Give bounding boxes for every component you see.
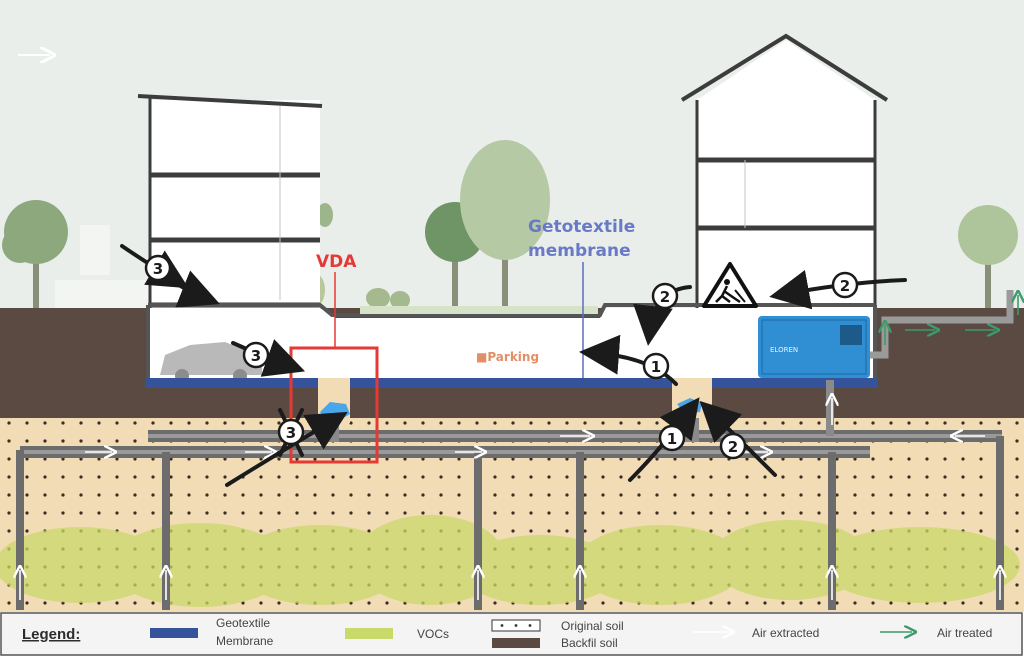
marker-2-surface: 2	[651, 282, 679, 310]
svg-text:2: 2	[660, 288, 670, 306]
marker-2-soil: 2	[719, 432, 747, 460]
svg-text:3: 3	[286, 424, 296, 442]
legend-title: Legend:	[22, 626, 80, 643]
legend: Legend: Geotextile Membrane VOCs Origina…	[0, 612, 1023, 656]
legend-backfill-label: Backfil soil	[561, 636, 618, 650]
marker-1-parking: 1	[642, 352, 670, 380]
air-extracted-flow	[20, 398, 1000, 600]
voc-plume	[0, 515, 1020, 607]
legend-vocs-label: VOCs	[417, 627, 449, 641]
geotextile-label-line2: membrane	[528, 241, 631, 261]
air-treated-flow	[885, 295, 1018, 345]
legend-membrane-label-1: Geotextile	[216, 616, 270, 630]
legend-original-soil-label: Original soil	[561, 619, 624, 633]
marker-3-top: 3	[144, 254, 172, 282]
marker-1-soil: 1	[658, 424, 686, 452]
vda-label: VDA	[316, 252, 357, 272]
svg-text:2: 2	[840, 277, 850, 295]
legend-backfill-swatch	[492, 638, 540, 648]
vda-box	[289, 346, 379, 464]
treatment-unit-icon: ELOREN	[758, 316, 870, 378]
svg-text:2: 2	[728, 438, 738, 456]
legend-air-treated-label: Air treated	[937, 626, 992, 640]
parking-basement	[146, 303, 877, 385]
svg-text:1: 1	[651, 358, 661, 376]
marker-3-soil: 3	[277, 418, 305, 446]
pathway-markers: 3 3 3 1 1 2 2 2	[144, 254, 859, 460]
legend-membrane-label-2: Membrane	[216, 634, 274, 648]
svg-text:3: 3	[153, 260, 163, 278]
parking-label: ■Parking	[476, 350, 539, 364]
legend-air-extracted-label: Air extracted	[752, 626, 819, 640]
right-house	[680, 33, 889, 310]
geotextile-label-line1: Getotextile	[528, 217, 635, 237]
construction-warning-icon	[702, 262, 758, 308]
car-icon	[160, 342, 262, 375]
marker-3-parking: 3	[242, 341, 270, 369]
svg-text:1: 1	[667, 430, 677, 448]
marker-2-right: 2	[831, 271, 859, 299]
legend-vocs-swatch	[345, 628, 393, 639]
unit-brand-label: ELOREN	[770, 346, 798, 354]
geotextile-membrane	[145, 378, 878, 388]
svg-text:3: 3	[251, 347, 261, 365]
legend-membrane-swatch	[150, 628, 198, 638]
